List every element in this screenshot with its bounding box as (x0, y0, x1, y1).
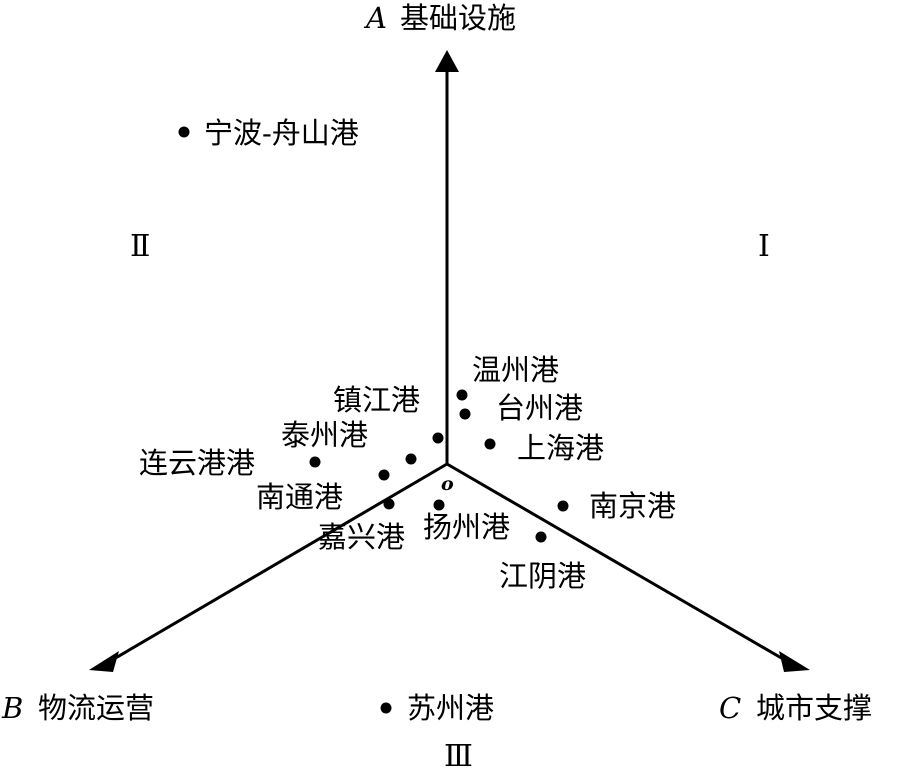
label-taizhou-zj: 台州港 (496, 391, 583, 425)
point-taizhou-zj (459, 408, 471, 420)
axis-c-arrow (779, 651, 810, 672)
axis-b-arrow (89, 651, 119, 672)
point-taizhou-js (405, 453, 417, 465)
axis-c-line (446, 462, 791, 665)
point-yangzhou (433, 499, 445, 511)
label-nantong: 南通港 (256, 480, 343, 514)
port-labels: 宁波-舟山港 温州港 镇江港 台州港 泰州港 上海港 连云港港 南通港 南京港 … (139, 116, 676, 725)
axis-a-letter: A (363, 1, 387, 35)
region-1-label: Ⅰ (758, 229, 770, 264)
label-wenzhou: 温州港 (472, 353, 559, 387)
axis-a-name: 基础设施 (400, 1, 516, 35)
point-suzhou (380, 702, 392, 714)
point-shanghai (484, 438, 496, 450)
point-nantong-a (378, 469, 390, 481)
axis-b-line (106, 462, 448, 665)
point-ningbo-zhoushan (178, 126, 190, 138)
axis-c-label: C 城市支撑 (719, 691, 872, 725)
label-shanghai: 上海港 (517, 431, 604, 465)
label-nanjing: 南京港 (589, 489, 676, 523)
point-jiangyin (535, 531, 547, 543)
label-zhenjiang: 镇江港 (333, 383, 420, 417)
axes (89, 50, 810, 672)
label-jiaxing: 嘉兴港 (318, 520, 405, 554)
point-nantong-b (383, 498, 395, 510)
axis-b-label: B 物流运营 (1, 691, 154, 725)
axis-b-letter: B (1, 691, 23, 725)
axis-c-letter: C (719, 691, 741, 725)
label-ningbo-zhoushan: 宁波-舟山港 (204, 116, 359, 150)
label-jiangyin: 江阴港 (499, 559, 586, 593)
point-wenzhou (456, 389, 468, 401)
label-lianyungang: 连云港港 (139, 446, 255, 480)
point-nanjing (557, 500, 569, 512)
label-suzhou: 苏州港 (407, 691, 494, 725)
region-2-label: Ⅱ (130, 229, 150, 264)
point-lianyungang (309, 456, 321, 468)
label-yangzhou: 扬州港 (423, 510, 510, 544)
axis-b-name: 物流运营 (38, 691, 154, 725)
region-3-label: Ⅲ (444, 739, 473, 770)
origin-label: o (441, 473, 454, 495)
port-points (178, 126, 569, 714)
axis-a-label: A 基础设施 (363, 1, 516, 35)
axis-a-arrow (435, 50, 459, 72)
axis-c-name: 城市支撑 (756, 691, 872, 725)
point-zhenjiang (432, 432, 444, 444)
label-taizhou-js: 泰州港 (281, 418, 368, 452)
